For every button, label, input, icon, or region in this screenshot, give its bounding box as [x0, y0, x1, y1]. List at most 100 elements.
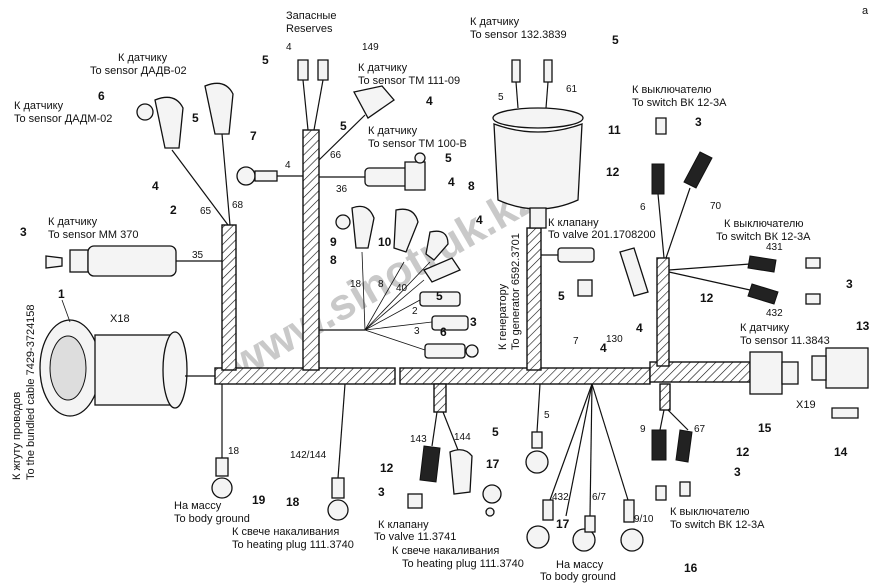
ground-left-en: To body ground	[174, 513, 250, 525]
callout-5c: 5	[340, 119, 347, 133]
ground-bottom-en: To body ground	[540, 571, 616, 583]
sensor-11-3843	[749, 347, 869, 419]
bundle-label: К жгуту проводов To the bundled cable 74…	[11, 304, 37, 480]
callout-3d: 3	[846, 277, 853, 291]
switch-top-connectors	[651, 117, 713, 259]
tm100-en: To sensor TM 100-B	[368, 138, 467, 150]
callout-6b: 6	[440, 325, 447, 339]
callout-5a: 5	[192, 111, 199, 125]
switch-top-en: To switch ВК 12-3А	[632, 97, 727, 109]
wire-6-7: 6/7	[592, 492, 606, 503]
wire-68: 68	[232, 200, 244, 211]
wire-6: 6	[640, 202, 646, 213]
callout-3a: 3	[20, 225, 27, 239]
callout-2: 2	[170, 203, 177, 217]
callout-5h: 5	[492, 425, 499, 439]
wire-18-mid: 18	[350, 279, 362, 290]
callout-4f: 4	[600, 341, 607, 355]
callout-4e: 4	[636, 321, 643, 335]
ground-left	[211, 384, 233, 499]
sensor-11-en: To sensor 11.3843	[740, 335, 830, 347]
wire-431: 431	[766, 242, 783, 253]
generator-label: К генератору To generator 6592.3701	[497, 233, 522, 350]
callout-1: 1	[58, 287, 65, 301]
callout-16: 16	[684, 561, 698, 575]
switch-mid-ru: К выключателю	[724, 218, 804, 230]
callout-6a: 6	[98, 89, 105, 103]
wire-4-top: 4	[286, 42, 292, 53]
callout-8a: 8	[468, 179, 475, 193]
callout-17b: 17	[556, 517, 570, 531]
dadv-en: To sensor ДАДВ-02	[90, 65, 187, 77]
x18-label: X18	[110, 313, 130, 325]
callout-12b: 12	[700, 291, 714, 305]
connector-x18	[39, 319, 215, 417]
wire-65: 65	[200, 206, 212, 217]
svg-text:To generator 6592.3701: To generator 6592.3701	[510, 233, 522, 350]
wire-70: 70	[710, 201, 722, 212]
callout-7: 7	[250, 129, 257, 143]
dadv-ru: К датчику	[118, 52, 168, 64]
switch-mid-en: To switch ВК 12-3А	[716, 231, 811, 243]
ground-left-ru: На массу	[174, 500, 222, 512]
mm370-en: To sensor MM 370	[48, 229, 138, 241]
sensor-132-3839	[492, 59, 584, 229]
callout-4c: 4	[448, 175, 455, 189]
valve-connectors	[541, 247, 649, 297]
sensor-132-en: To sensor 132.3839	[470, 29, 567, 41]
heating-plug-left	[327, 383, 349, 521]
svg-text:К жгуту проводов: К жгуту проводов	[11, 392, 23, 480]
callout-17a: 17	[486, 457, 500, 471]
callout-4a: 4	[152, 179, 159, 193]
plug-bottom-en: To heating plug 111.3740	[402, 558, 524, 570]
sensor-132-ru: К датчику	[470, 16, 520, 28]
wire-35: 35	[192, 250, 204, 261]
callout-15: 15	[758, 421, 772, 435]
wire-67: 67	[694, 424, 706, 435]
ground-bottom-ru: На массу	[556, 559, 604, 571]
callout-5e: 5	[436, 289, 443, 303]
valve-bottom-ru: К клапану	[378, 519, 429, 531]
valve-top-en: To valve 201.1708200	[548, 229, 656, 241]
valve-bottom-en: To valve 11.3741	[374, 531, 456, 543]
wire-9-10: 9/10	[634, 514, 654, 525]
wire-149: 149	[362, 42, 379, 53]
callout-5f: 5	[612, 33, 619, 47]
reserves-en: Reserves	[286, 23, 333, 35]
sensor-dadm-dadv	[136, 82, 234, 226]
svg-text:К генератору: К генератору	[497, 283, 509, 350]
callout-3b: 3	[470, 315, 477, 329]
wire-432-right: 432	[766, 308, 783, 319]
tm111-en: To sensor TM 111-09	[358, 75, 460, 87]
wire-8: 8	[378, 279, 384, 290]
wire-3: 3	[414, 326, 420, 337]
plug-bottom-ru: К свече накаливания	[392, 545, 499, 557]
callout-5b: 5	[262, 53, 269, 67]
dadm-en: To sensor ДАДМ-02	[14, 113, 112, 125]
callout-4b: 4	[426, 94, 433, 108]
switch-top-ru: К выключателю	[632, 84, 712, 96]
callout-5g: 5	[558, 289, 565, 303]
callout-10: 10	[378, 235, 392, 249]
wire-130: 130	[606, 334, 623, 345]
dadm-ru: К датчику	[14, 100, 64, 112]
wire-61: 61	[566, 84, 578, 95]
wire-4-mid: 4	[285, 160, 291, 171]
x19-label: X19	[796, 399, 816, 411]
switch-bottom-ru: К выключателю	[670, 506, 750, 518]
callout-8b: 8	[330, 253, 337, 267]
sensor-mm370	[45, 245, 222, 277]
callout-12c: 12	[736, 445, 750, 459]
switch-bottom-en: To switch ВК 12-3А	[670, 519, 765, 531]
wire-143: 143	[410, 434, 427, 445]
svg-text:To the bundled cable 7429-3724: To the bundled cable 7429-3724158	[25, 304, 37, 480]
ring-terminal-7	[236, 166, 303, 186]
ground-cluster	[525, 383, 644, 552]
sensor-11-ru: К датчику	[740, 322, 790, 334]
wire-432-low: 432	[552, 492, 569, 503]
callout-3e: 3	[734, 465, 741, 479]
switch-right-connectors	[668, 255, 821, 305]
wire-40: 40	[396, 283, 408, 294]
wire-7: 7	[573, 336, 579, 347]
